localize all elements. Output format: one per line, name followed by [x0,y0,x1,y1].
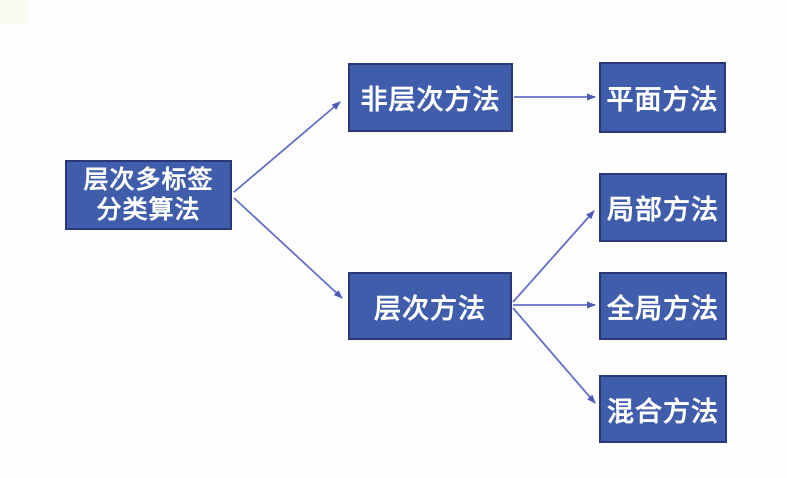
arrow-hierarchical-to-local [512,210,595,303]
node-local-label: 局部方法 [607,195,719,225]
node-flat-label: 平面方法 [606,85,719,115]
node-root-label-line2: 分类算法 [96,196,201,224]
node-hierarchical-label: 层次方法 [374,293,486,324]
arrow-hierarchical-to-hybrid [512,307,596,404]
node-global: 全局方法 [599,272,727,340]
node-local: 局部方法 [599,173,727,242]
node-global-label: 全局方法 [607,293,719,324]
node-root-label-line1: 层次多标签 [83,165,214,194]
arrow-root-to-non-hierarchical [233,101,341,193]
node-non-hierarchical: 非层次方法 [348,63,513,132]
corner-artifact [0,0,29,25]
node-hybrid: 混合方法 [599,375,727,443]
node-hierarchical: 层次方法 [348,272,512,340]
arrow-root-to-hierarchical [233,197,343,299]
node-hybrid-label: 混合方法 [607,396,719,427]
node-root: 层次多标签 分类算法 [65,160,232,230]
node-non-hierarchical-label: 非层次方法 [360,85,501,115]
node-flat: 平面方法 [599,62,726,133]
